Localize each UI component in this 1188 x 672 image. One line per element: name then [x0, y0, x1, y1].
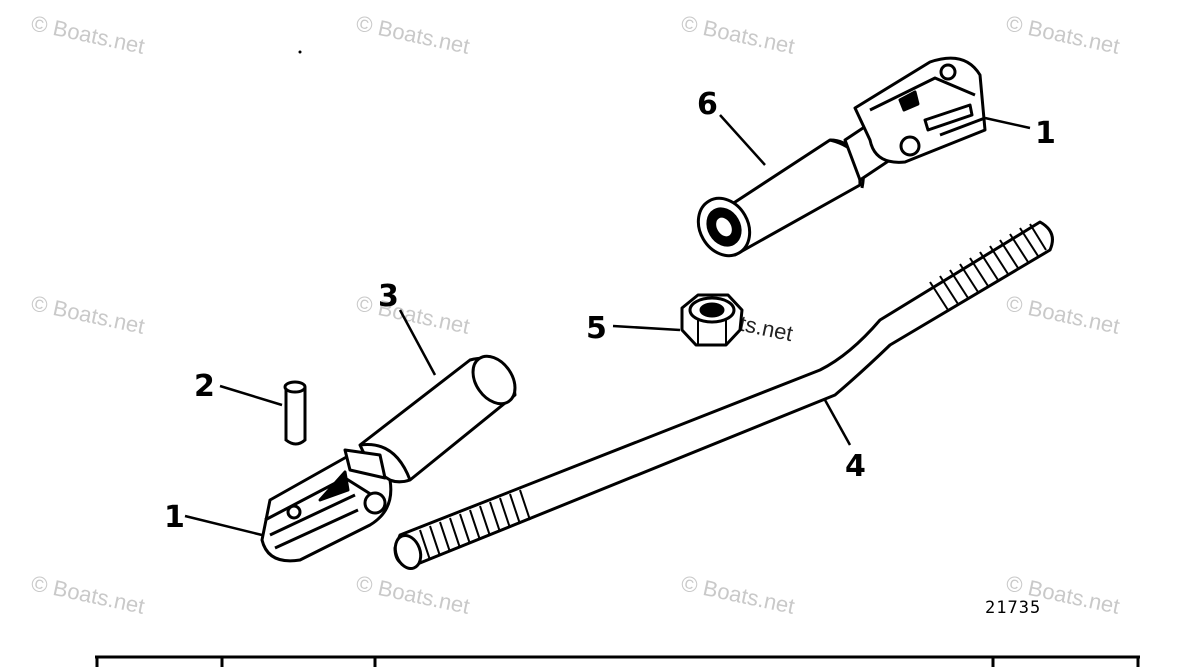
watermark: © Boats.net	[679, 570, 797, 618]
watermark: © Boats.net	[1004, 290, 1122, 338]
callout-5: 5	[586, 311, 607, 346]
callout-4: 4	[845, 449, 866, 484]
watermark: © Boats.net	[29, 290, 147, 338]
callout-labels: 6 1 3 2 5 4 1	[164, 87, 1056, 535]
bottom-table-frame	[95, 655, 1140, 667]
rod-thread-upper	[929, 223, 1047, 311]
part-6-adapter	[696, 118, 892, 258]
part-2-pin	[283, 380, 307, 446]
watermark: © Boats.net	[679, 10, 797, 58]
figure-number: 21735	[985, 598, 1041, 618]
callout-3: 3	[378, 279, 399, 314]
speck	[298, 50, 302, 54]
watermark: © Boats.net	[354, 10, 472, 58]
watermark: © Boats.net	[1004, 10, 1122, 58]
callout-2: 2	[194, 369, 215, 404]
part-3-adapter	[358, 354, 517, 484]
part-5-nut	[680, 293, 744, 347]
part-1-clevis-bottom	[260, 448, 393, 563]
part-1-clevis-top	[853, 56, 987, 164]
leader-lines	[184, 114, 1031, 537]
callout-6: 6	[697, 87, 718, 122]
watermark: © Boats.net	[354, 570, 472, 618]
watermark: © Boats.net	[29, 570, 147, 618]
watermark: © Boats.net	[29, 10, 147, 58]
callout-1-top: 1	[1035, 116, 1056, 151]
part-4-threaded-rod	[393, 220, 1054, 570]
callout-1-bottom: 1	[164, 500, 185, 535]
rod-thread-lower	[419, 489, 531, 561]
